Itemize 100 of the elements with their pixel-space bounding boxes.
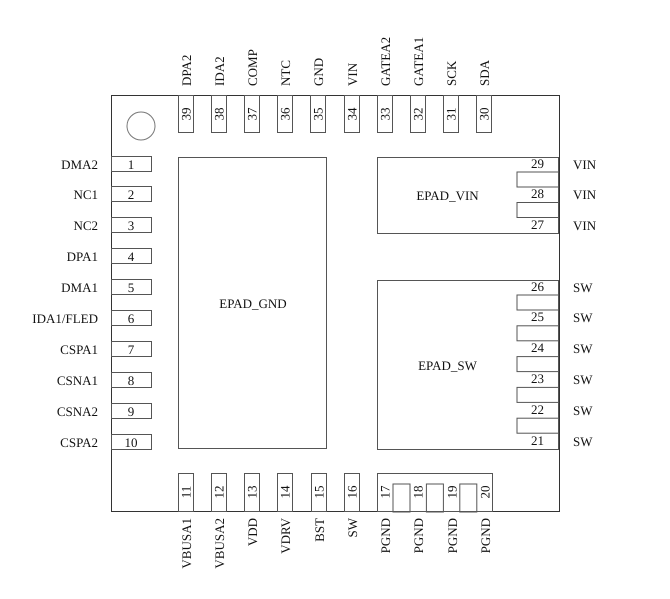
pin-number: 26: [530, 278, 545, 294]
pin-name: GATEA1: [410, 36, 426, 86]
pin-number: 1: [126, 156, 136, 172]
pin-pad: [410, 94, 426, 132]
pin-name: VIN: [573, 156, 596, 172]
exposed-pad: [178, 156, 326, 448]
pin-number: 30: [476, 107, 492, 120]
pin-number: 37: [244, 107, 260, 120]
pin-pad: [376, 94, 393, 132]
pin-pad: [310, 94, 326, 132]
pin-pad: [110, 156, 152, 172]
pin-number: 8: [126, 372, 136, 388]
pin-name: PGND: [444, 518, 460, 554]
pin-number: 38: [211, 107, 226, 120]
pin-pad: [277, 472, 294, 512]
pin-number: 17: [377, 486, 392, 498]
package-outline: [111, 95, 560, 512]
pin-name: COMP: [244, 49, 260, 86]
pin-name: GATEA2: [378, 36, 393, 86]
pin-pad: [476, 94, 492, 132]
pin-name: SCK: [444, 60, 460, 86]
pin-pad: [210, 94, 227, 132]
pin-number: 32: [410, 107, 426, 120]
pad-label: EPAD_VIN: [415, 188, 480, 203]
pin-name: SW: [345, 518, 360, 538]
pin-number: 12: [211, 486, 226, 498]
pin-pad: [110, 310, 152, 326]
pin-number: 2: [126, 187, 136, 202]
pin-number: 7: [126, 342, 136, 357]
pin-name: PGND: [410, 518, 426, 554]
pin-pad: [244, 472, 260, 512]
pin-name: NC1: [73, 187, 98, 202]
pin-number: 13: [244, 486, 260, 498]
pin-name: VIN: [573, 187, 596, 202]
pin-pad: [277, 94, 294, 132]
pin-number: 20: [477, 486, 492, 498]
pin-name: DPA1: [66, 249, 98, 264]
pin-name: SW: [573, 434, 592, 448]
pin-pad: [110, 434, 152, 450]
pin-pad: [344, 94, 360, 132]
pin-number: 24: [530, 340, 545, 356]
pin-number: 34: [344, 107, 359, 120]
exposed-pad: [376, 280, 558, 450]
pin-name: SW: [573, 372, 592, 387]
pin-name: CSNA2: [56, 404, 98, 419]
pin-pad: [244, 94, 260, 132]
pin-number: 29: [530, 156, 545, 170]
pin-number: 14: [278, 486, 293, 498]
pin-name: PGND: [378, 518, 392, 554]
pin-name: VDD: [245, 518, 260, 546]
pin-number: 25: [530, 309, 545, 324]
pin-number: 22: [530, 402, 545, 417]
pin-number: 35: [310, 107, 326, 120]
pin-pad: [110, 372, 152, 388]
pin-pad: [443, 94, 460, 132]
pin-number: 31: [444, 107, 459, 120]
pad-label: EPAD_SW: [417, 358, 478, 372]
pin-name: DPA2: [178, 54, 194, 86]
pin-number: 33: [377, 107, 392, 120]
pin-number: 16: [344, 486, 360, 498]
pin-number: 19: [444, 486, 459, 498]
pad-outline: [376, 472, 492, 512]
pin-number: 5: [126, 280, 136, 296]
pin-pad: [210, 472, 227, 512]
pin-number: 4: [126, 249, 136, 264]
pin-name: CSNA1: [56, 372, 98, 388]
pin-name: CSPA2: [60, 434, 98, 450]
pin-pad: [178, 94, 194, 132]
pad-label: EPAD_GND: [218, 296, 288, 310]
pin-number: 36: [278, 107, 293, 120]
pin-number: 27: [530, 216, 545, 232]
pin-number: 28: [530, 186, 545, 201]
pin-name: SW: [573, 280, 592, 294]
pin-name: IDA2: [212, 56, 227, 86]
pin-number: 23: [530, 370, 545, 386]
pin-name: VDRV: [278, 518, 294, 554]
pin-name: SW: [573, 402, 592, 418]
pin-number: 10: [124, 434, 138, 450]
pin-name: IDA1/FLED: [32, 311, 98, 326]
pin-name: GND: [311, 58, 326, 86]
exposed-pad: [376, 156, 558, 234]
pin-name: SDA: [477, 60, 492, 86]
pin-pad: [110, 279, 152, 296]
pin-number: 11: [178, 486, 193, 498]
pin-number: 18: [410, 486, 425, 498]
pin-name: CSPA1: [60, 342, 98, 357]
pin-pad: [110, 248, 152, 264]
pin-name: VBUSA1: [178, 518, 194, 569]
pin-name: BST: [312, 518, 327, 542]
pin-name: SW: [573, 310, 592, 326]
pin-name: PGND: [478, 518, 492, 554]
pin-name: DMA1: [61, 280, 98, 296]
pin-name: DMA2: [61, 156, 98, 172]
pin-name: VBUSA2: [212, 518, 227, 569]
pin-number: 3: [126, 218, 136, 234]
pin-name: NC2: [73, 218, 98, 234]
pin-pad: [178, 472, 194, 512]
pin-number: 6: [126, 311, 136, 326]
pin-pad: [110, 217, 152, 234]
pin-name: VIN: [344, 62, 360, 86]
